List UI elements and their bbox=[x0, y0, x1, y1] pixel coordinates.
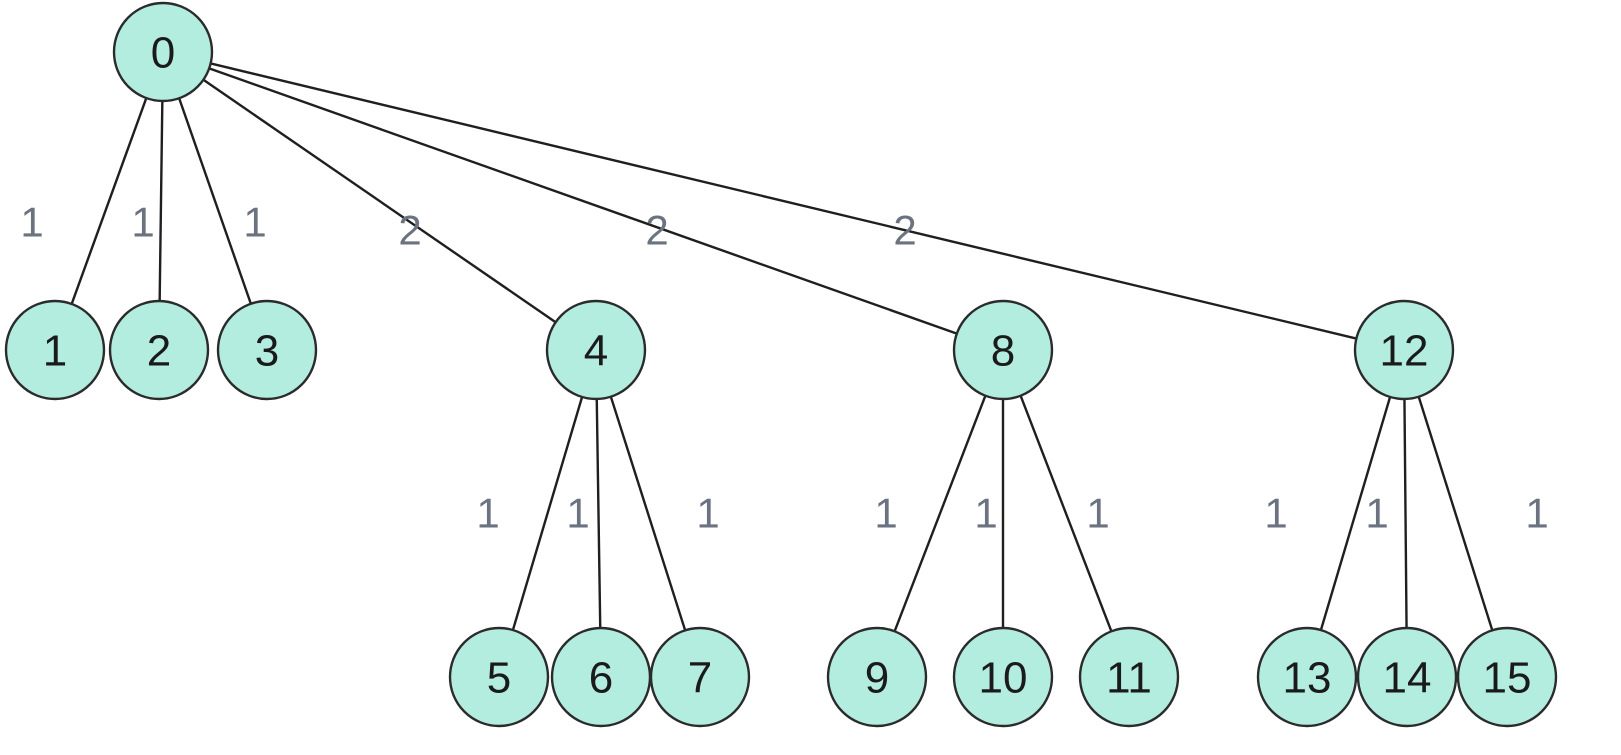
node-circle-11 bbox=[1078, 626, 1180, 728]
tree-node-5: 5 bbox=[448, 626, 550, 728]
node-label-2: 2 bbox=[147, 327, 171, 376]
node-label-7: 7 bbox=[688, 654, 712, 703]
node-label-14: 14 bbox=[1383, 654, 1432, 703]
tree-node-12: 12 bbox=[1353, 299, 1455, 401]
node-circle-7 bbox=[649, 626, 751, 728]
tree-node-3: 3 bbox=[216, 299, 318, 401]
tree-node-1: 1 bbox=[4, 299, 106, 401]
edge-weight-label-0-3: 1 bbox=[243, 199, 266, 246]
node-circle-0 bbox=[112, 1, 214, 103]
tree-node-8: 8 bbox=[952, 299, 1054, 401]
node-label-8: 8 bbox=[991, 327, 1015, 376]
node-label-13: 13 bbox=[1283, 654, 1332, 703]
edge-0-1 bbox=[70, 97, 148, 305]
edges-layer bbox=[70, 62, 1494, 632]
node-circle-9 bbox=[826, 626, 928, 728]
edge-0-2 bbox=[158, 100, 164, 302]
node-label-0: 0 bbox=[151, 29, 175, 78]
node-label-12: 12 bbox=[1380, 327, 1429, 376]
edge-weight-label-4-6: 1 bbox=[566, 490, 589, 537]
node-circle-1 bbox=[4, 299, 106, 401]
node-label-5: 5 bbox=[487, 654, 511, 703]
tree-node-11: 11 bbox=[1078, 626, 1180, 728]
tree-node-2: 2 bbox=[108, 299, 210, 401]
edge-weight-label-0-2: 1 bbox=[131, 199, 154, 246]
edge-weight-label-8-10: 1 bbox=[974, 490, 997, 537]
node-circle-12 bbox=[1353, 299, 1455, 401]
edge-weight-label-12-15: 1 bbox=[1525, 490, 1548, 537]
edge-weight-label-4-7: 1 bbox=[696, 490, 719, 537]
node-label-10: 10 bbox=[979, 654, 1028, 703]
node-circle-10 bbox=[952, 626, 1054, 728]
tree-node-6: 6 bbox=[550, 626, 652, 728]
node-label-4: 4 bbox=[584, 327, 608, 376]
tree-node-15: 15 bbox=[1456, 626, 1558, 728]
edge-4-7 bbox=[609, 396, 687, 631]
edge-12-14 bbox=[1403, 398, 1408, 629]
edge-weight-label-8-11: 1 bbox=[1086, 490, 1109, 537]
edge-weight-label-0-12: 2 bbox=[893, 207, 916, 254]
node-label-11: 11 bbox=[1106, 654, 1152, 703]
node-circle-14 bbox=[1356, 626, 1458, 728]
tree-node-13: 13 bbox=[1256, 626, 1358, 728]
tree-node-7: 7 bbox=[649, 626, 751, 728]
edge-12-15 bbox=[1417, 396, 1494, 631]
node-circle-4 bbox=[545, 299, 647, 401]
edge-8-11 bbox=[1019, 395, 1113, 632]
edge-weight-label-8-9: 1 bbox=[874, 490, 897, 537]
node-circle-3 bbox=[216, 299, 318, 401]
node-label-9: 9 bbox=[865, 654, 889, 703]
edge-weight-label-12-13: 1 bbox=[1264, 490, 1287, 537]
tree-node-4: 4 bbox=[545, 299, 647, 401]
node-label-6: 6 bbox=[589, 654, 613, 703]
node-circle-15 bbox=[1456, 626, 1558, 728]
edge-4-5 bbox=[511, 396, 584, 631]
node-circle-2 bbox=[108, 299, 210, 401]
node-circle-13 bbox=[1256, 626, 1358, 728]
node-circle-5 bbox=[448, 626, 550, 728]
edge-8-9 bbox=[893, 395, 987, 632]
edge-0-12 bbox=[210, 62, 1357, 340]
tree-node-0: 0 bbox=[112, 1, 214, 103]
tree-node-10: 10 bbox=[952, 626, 1054, 728]
tree-node-14: 14 bbox=[1356, 626, 1458, 728]
edge-weight-label-0-8: 2 bbox=[645, 207, 668, 254]
edge-0-4 bbox=[202, 78, 557, 324]
node-label-1: 1 bbox=[43, 327, 67, 376]
edge-weight-label-4-5: 1 bbox=[476, 490, 499, 537]
tree-node-9: 9 bbox=[826, 626, 928, 728]
node-label-15: 15 bbox=[1483, 654, 1532, 703]
edge-weight-label-0-4: 2 bbox=[398, 207, 421, 254]
edge-12-13 bbox=[1319, 396, 1392, 631]
node-circle-8 bbox=[952, 299, 1054, 401]
node-label-3: 3 bbox=[255, 327, 279, 376]
edge-weight-label-12-14: 1 bbox=[1365, 490, 1388, 537]
edge-4-6 bbox=[595, 398, 602, 629]
edge-0-3 bbox=[178, 97, 252, 305]
edge-weight-label-0-1: 1 bbox=[20, 199, 43, 246]
edge-0-8 bbox=[208, 67, 958, 335]
